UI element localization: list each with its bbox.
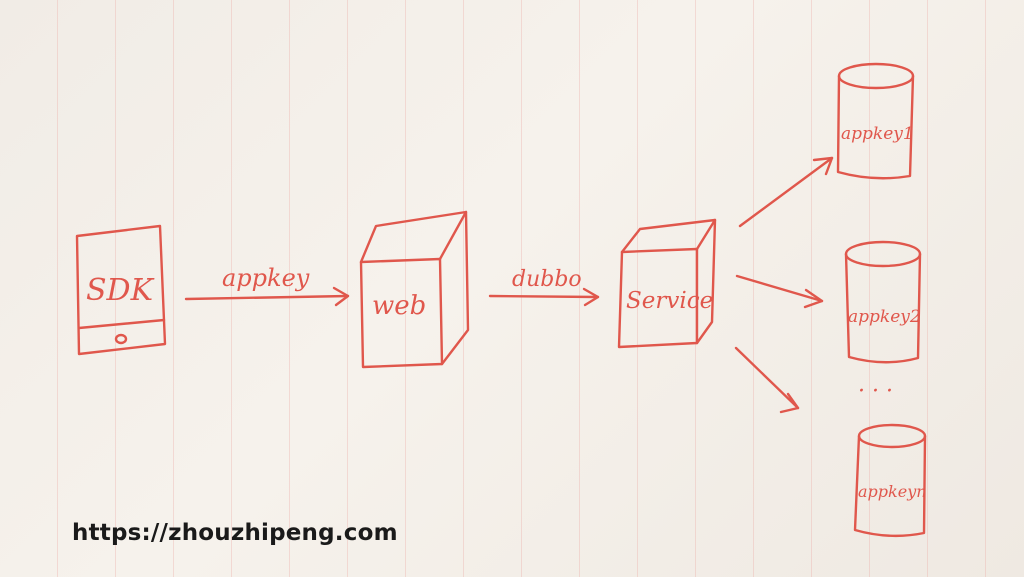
sdk-phone-icon (75, 224, 167, 356)
db2-label: appkey2 (848, 307, 921, 327)
database-2-icon (844, 240, 922, 364)
service-box-icon (617, 218, 717, 349)
arrow-service-to-dbn (734, 346, 800, 414)
sdk-label: SDK (86, 273, 155, 308)
web-label: web (372, 291, 426, 321)
arrow-label-dubbo: dubbo (512, 267, 582, 292)
arrow-label-appkey: appkey (222, 264, 310, 292)
arrow-sdk-to-web (184, 286, 350, 307)
db1-label: appkey1 (841, 124, 914, 144)
watermark-url: https://zhouzhipeng.com (72, 520, 398, 546)
arrow-web-to-service (488, 287, 600, 307)
dbn-label: appkeyn (858, 482, 927, 501)
service-label: Service (626, 288, 713, 314)
database-n-icon (853, 423, 927, 538)
arrow-service-to-db1 (738, 156, 834, 228)
ellipsis-dots: · · · (858, 379, 893, 404)
arrow-service-to-db2 (735, 274, 824, 309)
database-1-icon (836, 62, 915, 180)
web-server-box-icon (359, 210, 470, 369)
